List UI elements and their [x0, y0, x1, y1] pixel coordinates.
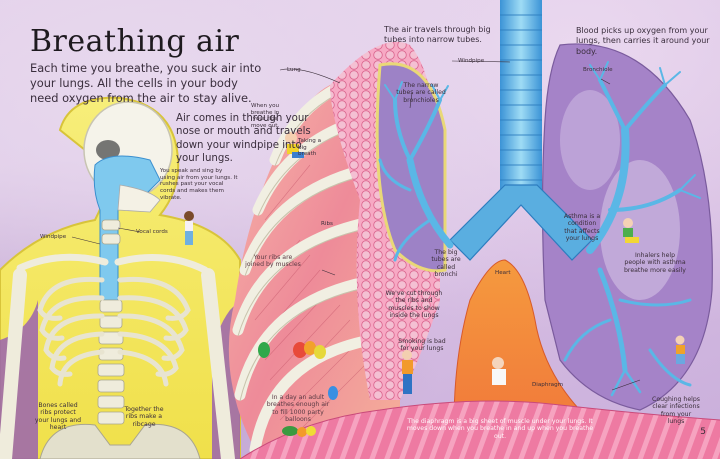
- boy-smoking-warning: [402, 350, 413, 394]
- caption-diaphragm: The diaphragm is a big sheet of muscle u…: [406, 418, 594, 440]
- label-windpipe-center: Windpipe: [458, 58, 485, 64]
- caption-coughing: Coughing helps clear infections from you…: [652, 396, 701, 426]
- bronchiole-tree-right: [563, 61, 701, 397]
- child-with-inhaler: [623, 218, 639, 243]
- label-taking-breath: Taking a big breath: [298, 138, 322, 158]
- caption-ribs-joined-muscles: Your ribs are joined by muscles: [245, 254, 301, 269]
- girl-singing: [184, 211, 194, 245]
- caption-air-path: Air comes in through your nose or mouth …: [176, 113, 311, 164]
- caption-party-balloons: In a day an adult breathes enough air to…: [266, 394, 330, 424]
- label-bronchiole: Bronchiole: [583, 67, 613, 73]
- caption-ribcage: Together the ribs make a ribcage: [124, 406, 164, 428]
- caption-bronchioles: The narrow tubes are called bronchioles: [396, 82, 446, 104]
- caption-ribs-move-out: When you breathe in your ribs move out.: [250, 103, 280, 130]
- bronchiole-tree-left: [378, 81, 454, 262]
- page-title: Breathing air: [30, 24, 240, 59]
- label-diaphragm: Diaphragm: [532, 382, 564, 388]
- intro-paragraph: Each time you breathe, you suck air into…: [30, 61, 262, 105]
- page-number: 5: [700, 427, 706, 437]
- caption-ribs-protect: Bones called ribs protect your lungs and…: [34, 402, 82, 432]
- caption-inhalers: Inhalers help people with asthma breathe…: [624, 252, 686, 274]
- label-windpipe-left: Windpipe: [40, 234, 67, 240]
- caption-cut-through: We've cut through the ribs and muscles t…: [385, 290, 443, 320]
- caption-blood-oxygen: Blood picks up oxygen from your lungs, t…: [576, 26, 710, 56]
- child-taking-breath: [285, 132, 304, 158]
- label-lung: Lung: [287, 67, 301, 73]
- caption-big-to-narrow-tubes: The air travels through big tubes into n…: [384, 25, 491, 45]
- skeleton-figure: [0, 96, 241, 459]
- girl-coughing: [675, 335, 685, 364]
- caption-asthma: Asthma is a condition that affects your …: [563, 213, 601, 243]
- caption-smoking: Smoking is bad for your lungs: [398, 338, 446, 353]
- scientist-on-diaphragm: [492, 357, 506, 385]
- caption-bronchi: The big tubes are called bronchi: [431, 249, 461, 279]
- diaphragm: [240, 401, 720, 459]
- label-vocal-cords: Vocal cords: [136, 229, 168, 235]
- party-balloons: [258, 341, 338, 437]
- windpipe-trachea: [449, 0, 593, 261]
- label-ribs: Ribs: [321, 221, 333, 227]
- label-heart: Heart: [495, 270, 511, 276]
- caption-speak-sing: You speak and sing by using air from you…: [160, 168, 238, 201]
